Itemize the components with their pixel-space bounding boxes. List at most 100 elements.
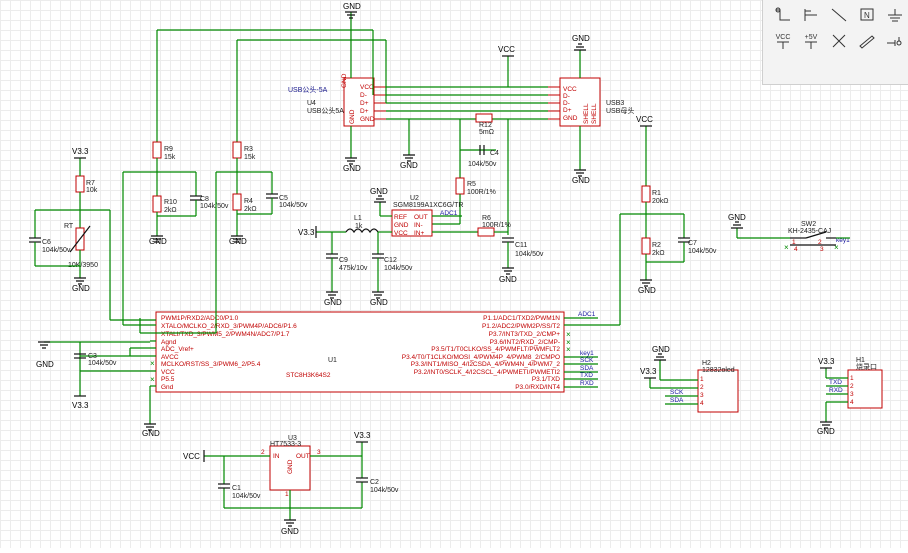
svg-text:V3.3: V3.3 <box>354 431 371 440</box>
u2-pin-vcc: VCC <box>394 230 408 237</box>
ground-icon: GND <box>572 34 590 51</box>
ground-icon: GND <box>36 341 54 369</box>
plus5v-icon[interactable]: +5V <box>797 30 825 52</box>
mcu-u1[interactable]: PWM1P/RXD2/ADC0/P1.0 XTALO/MCLKO_2/RXD_3… <box>155 311 565 393</box>
pin-icon[interactable] <box>881 30 908 52</box>
line-icon[interactable] <box>825 4 853 26</box>
c4-value: 104k/50v <box>468 161 497 168</box>
r12-value: 5mΩ <box>479 129 494 136</box>
c1-value: 104k/50v <box>232 493 261 500</box>
c9-value: 475k/10v <box>339 265 368 272</box>
resistor-r12[interactable]: R12 5mΩ <box>475 113 494 136</box>
u4-pin-dp2: D+ <box>360 108 369 115</box>
vcc-icon: V3.3 <box>354 431 371 443</box>
svg-text:GND: GND <box>149 237 167 246</box>
r10-value: 2kΩ <box>164 207 177 214</box>
switch-sw2[interactable]: SW2 KH-2435-CAJ 1 2 4 3 key1 <box>788 221 850 253</box>
amplifier-u2[interactable]: REF GND VCC OUT IN- IN+ U2 SGM8199A1XC6G… <box>391 195 463 237</box>
regulator-u3[interactable]: U3 HT7533-3 IN OUT GND 2 3 1 <box>261 435 321 498</box>
h1-pin-4: 4 <box>850 399 854 406</box>
ground-icon: GND <box>281 519 299 536</box>
u3-pinnum-gnd: 1 <box>285 491 289 498</box>
vcc-tool-label: VCC <box>775 33 791 41</box>
r4-ref: R4 <box>244 198 253 205</box>
u1-ref: U1 <box>328 357 337 364</box>
svg-text:V3.3: V3.3 <box>298 228 315 237</box>
ground-icon: GND <box>229 235 247 246</box>
vcc-icon: VCC <box>183 450 205 462</box>
l1-ref: L1 <box>354 215 362 222</box>
h1-net-txd: TXD <box>829 379 842 386</box>
pen-icon[interactable] <box>853 30 881 52</box>
wire-probe-icon[interactable] <box>769 4 797 26</box>
u3-ref: U3 <box>288 435 297 442</box>
capacitor-c4[interactable]: C4 104k/50v <box>468 145 499 168</box>
l1-value: 1k <box>355 223 363 230</box>
resistor-r10[interactable]: R10 2kΩ <box>152 195 177 214</box>
u1-net-sda: SDA <box>580 365 594 372</box>
svg-text:GND: GND <box>572 176 590 185</box>
u2-net-adc1: ADC1 <box>440 210 458 217</box>
vcc-icon: V3.3 <box>640 367 657 379</box>
usb-male-connector-u4[interactable]: GND GND VCC D- D+ D+ GND USB公头-5A U4 USB… <box>288 73 386 127</box>
inductor-l1[interactable]: L1 1k <box>345 215 379 234</box>
svg-text:GND: GND <box>370 298 388 307</box>
u1-rpin-8: P3.1/TXD <box>532 376 560 383</box>
svg-text:GND: GND <box>400 161 418 170</box>
u1-rpin-9: P3.0/RXD/INT4 <box>515 384 560 391</box>
r5-ref: R5 <box>467 181 476 188</box>
capacitor-c2[interactable]: C2 104k/50v <box>356 477 399 494</box>
r2-value: 2kΩ <box>652 250 665 257</box>
ground-icon: GND <box>499 267 517 284</box>
c2-ref: C2 <box>370 479 379 486</box>
usb3-shell-b: SHELL <box>591 103 598 124</box>
ground-icon[interactable] <box>881 4 908 26</box>
vcc-icon[interactable]: VCC <box>769 30 797 52</box>
c9-ref: C9 <box>339 257 348 264</box>
h2-pin-4: 4 <box>700 400 704 407</box>
usb3-pin-gnd: GND <box>563 115 578 122</box>
net-label-icon[interactable]: N <box>853 4 881 26</box>
c12-value: 104k/50v <box>384 265 413 272</box>
capacitor-c1[interactable]: C1 104k/50v <box>218 483 261 500</box>
u1-net-key1: key1 <box>580 350 594 357</box>
thermistor-rt[interactable]: RT 10K/3950 <box>64 223 98 269</box>
c1-ref: C1 <box>232 485 241 492</box>
resistor-r5[interactable]: R5 100R/1% <box>455 177 496 196</box>
c12-ref: C12 <box>384 257 397 264</box>
sw2-pin-4: 4 <box>794 246 798 253</box>
svg-text:VCC: VCC <box>636 115 653 124</box>
c5-value: 104k/50v <box>279 202 308 209</box>
c7-value: 104k/50v <box>688 248 717 255</box>
usb-female-connector-usb3[interactable]: VCC D- D- D+ GND SHELL SHELL USB3 USB母头 <box>548 77 634 127</box>
capacitor-c3[interactable]: C3 104k/50v <box>74 353 117 367</box>
svg-text:GND: GND <box>370 187 388 196</box>
u1-left-pins: PWM1P/RXD2/ADC0/P1.0 XTALO/MCLKO_2/RXD_3… <box>161 315 297 391</box>
h1-net-rxd: RXD <box>829 387 843 394</box>
no-connect-x-3: × <box>566 330 571 339</box>
resistor-r6[interactable]: R6 100R/1% <box>477 215 511 237</box>
resistor-r2[interactable]: R2 2kΩ <box>641 237 665 257</box>
c11-value: 104k/50v <box>515 251 544 258</box>
bus-entry-icon[interactable] <box>797 4 825 26</box>
header-h1-program[interactable]: H1 烧录口 1 2 3 4 <box>847 357 883 409</box>
no-connect-x-5: × <box>566 345 571 354</box>
no-connect-icon[interactable] <box>825 30 853 52</box>
svg-text:GND: GND <box>229 237 247 246</box>
u4-pin-gnd-a: GND <box>341 73 348 88</box>
svg-text:GND: GND <box>343 2 361 11</box>
no-connect-x-4: × <box>566 338 571 347</box>
svg-text:V3.3: V3.3 <box>818 357 835 366</box>
vcc-icon: VCC <box>636 115 653 127</box>
ground-icon: GND <box>149 235 167 246</box>
u4-pin-dm: D- <box>360 92 367 99</box>
h2-value: 12832oled <box>702 367 735 374</box>
sw2-pin-2: 2 <box>818 239 822 246</box>
resistor-r7[interactable]: R7 10k <box>75 175 98 194</box>
c11-ref: C11 <box>515 242 527 249</box>
c7-ref: C7 <box>688 240 697 247</box>
u2-pin-ref: REF <box>394 214 407 221</box>
header-h2-oled[interactable]: H2 12832oled 1 2 3 4 <box>697 360 739 413</box>
